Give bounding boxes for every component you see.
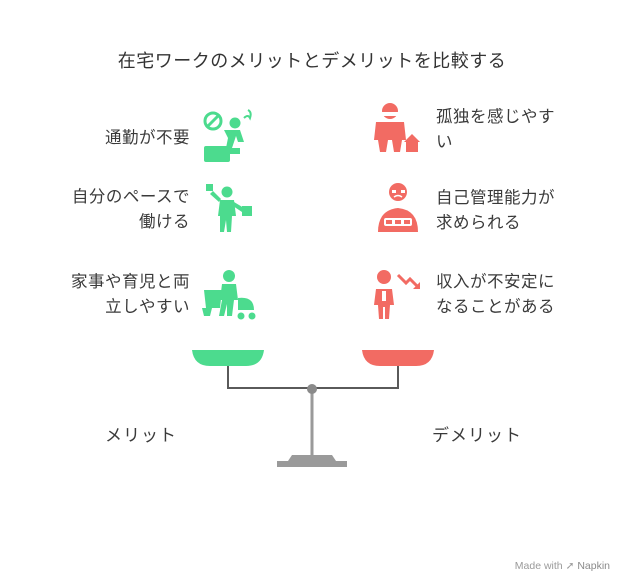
demerit-item-2-line1: 自己管理能力が: [436, 188, 555, 207]
demerit-item-3: 収入が不安定に なることがある: [436, 269, 596, 319]
demerit-item-1-line2: い: [436, 132, 453, 151]
merit-label: メリット: [105, 426, 177, 446]
demerit-item-1: 孤独を感じやす い: [436, 104, 596, 154]
credit-brand: Napkin: [577, 560, 610, 572]
juggling-worker-icon: [206, 184, 252, 232]
merit-item-3-line2: 立しやすい: [105, 297, 190, 316]
napkin-logo-icon: ➚: [565, 560, 575, 572]
lonely-person-icon: [374, 103, 420, 152]
demerit-item-3-line2: なることがある: [436, 297, 555, 316]
merit-pan: [192, 350, 264, 366]
demerit-item-1-line1: 孤独を感じやす: [436, 107, 555, 126]
demerit-pan: [362, 350, 434, 366]
no-commute-icon: [203, 109, 252, 162]
demerit-item-2-line2: 求められる: [436, 213, 521, 232]
demerit-item-2: 自己管理能力が 求められる: [436, 185, 596, 235]
merit-item-2-line2: 働ける: [139, 212, 190, 231]
scale-pivot: [307, 384, 317, 394]
page-title: 在宅ワークのメリットとデメリットを比較する: [117, 51, 507, 72]
scale-base-top: [288, 455, 336, 461]
merit-item-2-line1: 自分のペースで: [71, 187, 190, 206]
credit-prefix: Made with: [514, 560, 563, 572]
demerit-label: デメリット: [432, 426, 522, 446]
napkin-credit[interactable]: Made with ➚ Napkin: [515, 560, 610, 572]
merit-item-1: 通勤が不要: [10, 125, 190, 150]
demerit-item-3-line1: 収入が不安定に: [436, 272, 555, 291]
stressed-person-icon: [378, 183, 418, 232]
merit-item-3-line1: 家事や育児と両: [71, 272, 190, 291]
merit-item-2: 自分のペースで 働ける: [10, 184, 190, 234]
scale-base: [277, 461, 347, 467]
income-decline-icon: [374, 270, 420, 319]
parent-with-stroller-icon: [202, 270, 256, 320]
merit-item-1-line1: 通勤が不要: [105, 128, 190, 147]
merit-item-3: 家事や育児と両 立しやすい: [10, 269, 190, 319]
